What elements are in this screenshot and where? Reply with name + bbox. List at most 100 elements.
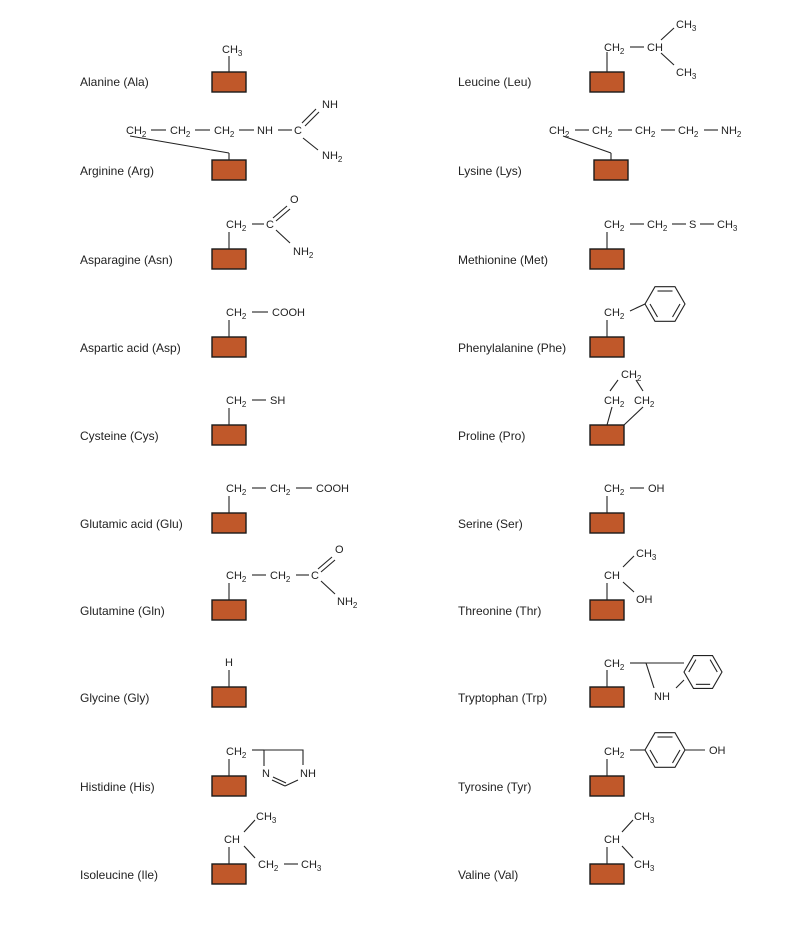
- tryptophan-benzene-ring-double-bond: [688, 659, 697, 673]
- lysine-nh2: NH2: [721, 125, 742, 139]
- glutamine-label: Glutamine (Gln): [80, 604, 165, 618]
- cysteine-sh: SH: [270, 395, 285, 407]
- methionine-ch2-2: CH2: [647, 219, 668, 233]
- tyrosine-label: Tyrosine (Tyr): [458, 780, 531, 794]
- bond-line: [635, 379, 644, 392]
- bond-line: [622, 555, 635, 568]
- alanine-side-chain-block: [211, 71, 247, 93]
- proline-ch2-left: CH2: [604, 395, 625, 409]
- leucine-label: Leucine (Leu): [458, 75, 531, 89]
- isoleucine-ch3-end: CH3: [301, 859, 322, 873]
- proline-ch2-top: CH2: [621, 369, 642, 383]
- asparagine-nh2: NH2: [293, 246, 314, 260]
- bond-line: [302, 137, 319, 151]
- tryptophan-benzene-ring-double-bond: [709, 659, 718, 673]
- valine-ch3-bottom: CH3: [634, 859, 655, 873]
- asparagine-ch2: CH2: [226, 219, 247, 233]
- tyrosine-benzene-ring-double-bond: [672, 749, 681, 764]
- tryptophan-nh: NH: [654, 691, 670, 703]
- leucine-ch2: CH2: [604, 42, 625, 56]
- bond-line: [623, 406, 644, 426]
- isoleucine-ch: CH: [224, 834, 240, 846]
- methionine-label: Methionine (Met): [458, 253, 548, 267]
- cysteine-side-chain-block: [211, 424, 247, 446]
- isoleucine-ch2: CH2: [258, 859, 279, 873]
- methionine-side-chain-block: [589, 248, 625, 270]
- threonine-ch3: CH3: [636, 548, 657, 562]
- phenylalanine-benzene-ring-double-bond: [672, 303, 681, 318]
- glutamic-acid-ch2-2: CH2: [270, 483, 291, 497]
- serine-oh: OH: [648, 483, 665, 495]
- glutamic-acid-ch2-1: CH2: [226, 483, 247, 497]
- glutamine-c: C: [311, 570, 319, 582]
- arginine-c: C: [294, 125, 302, 137]
- bond-line: [301, 108, 317, 124]
- tyrosine-benzene-ring-double-bond: [649, 749, 658, 764]
- methionine-ch3: CH3: [717, 219, 738, 233]
- serine-ch2: CH2: [604, 483, 625, 497]
- aspartic-acid-ch2: CH2: [226, 307, 247, 321]
- glutamic-acid-label: Glutamic acid (Glu): [80, 517, 183, 531]
- histidine-ch2: CH2: [226, 746, 247, 760]
- leucine-ch3-bottom: CH3: [676, 67, 697, 81]
- bond-line: [621, 819, 634, 833]
- tyrosine-oh: OH: [709, 745, 726, 757]
- tryptophan-five-ring: [645, 662, 655, 689]
- arginine-side-chain-block: [211, 159, 247, 181]
- bond-line: [304, 111, 320, 127]
- glutamic-acid-cooh: COOH: [316, 483, 349, 495]
- arginine-label: Arginine (Arg): [80, 164, 154, 178]
- valine-side-chain-block: [589, 863, 625, 885]
- bond-line: [622, 581, 635, 593]
- bond-line: [243, 845, 256, 859]
- bond-line: [320, 559, 336, 573]
- glycine-h: H: [225, 657, 233, 669]
- glutamine-side-chain-block: [211, 599, 247, 621]
- phenylalanine-label: Phenylalanine (Phe): [458, 341, 566, 355]
- bond-line: [606, 406, 613, 426]
- tyrosine-ch2: CH2: [604, 746, 625, 760]
- bond-line: [317, 556, 333, 570]
- glutamine-o: O: [335, 544, 344, 556]
- bond-line: [243, 819, 256, 833]
- phenylalanine-side-chain-block: [589, 336, 625, 358]
- arginine-connector: [129, 135, 230, 154]
- asparagine-side-chain-block: [211, 248, 247, 270]
- proline-side-chain-block: [589, 424, 625, 446]
- asparagine-o: O: [290, 194, 299, 206]
- threonine-ch: CH: [604, 570, 620, 582]
- serine-label: Serine (Ser): [458, 517, 523, 531]
- valine-ch: CH: [604, 834, 620, 846]
- bond-line: [629, 303, 646, 312]
- phenylalanine-benzene-ring-double-bond: [649, 303, 658, 318]
- asparagine-label: Asparagine (Asn): [80, 253, 173, 267]
- arginine-nh2: NH2: [322, 150, 343, 164]
- bond-line: [320, 580, 336, 595]
- isoleucine-ch3: CH3: [256, 811, 277, 825]
- histidine-label: Histidine (His): [80, 780, 155, 794]
- glutamine-ch2-2: CH2: [270, 570, 291, 584]
- isoleucine-label: Isoleucine (Ile): [80, 868, 158, 882]
- aspartic-acid-side-chain-block: [211, 336, 247, 358]
- arginine-ch2-1: CH2: [126, 125, 147, 139]
- tyrosine-benzene-ring: [644, 732, 686, 768]
- histidine-n: N: [262, 768, 270, 780]
- methionine-ch2-1: CH2: [604, 219, 625, 233]
- tryptophan-benzene-ring: [683, 654, 723, 690]
- valine-ch3-top: CH3: [634, 811, 655, 825]
- aspartic-acid-label: Aspartic acid (Asp): [80, 341, 181, 355]
- histidine-ring: [264, 749, 304, 765]
- tryptophan-label: Tryptophan (Trp): [458, 691, 547, 705]
- isoleucine-side-chain-block: [211, 863, 247, 885]
- bond-line: [609, 379, 619, 392]
- lysine-ch2-4: CH2: [678, 125, 699, 139]
- lysine-connector: [562, 135, 612, 154]
- histidine-nh: NH: [300, 768, 316, 780]
- glycine-side-chain-block: [211, 686, 247, 708]
- arginine-ch2-2: CH2: [170, 125, 191, 139]
- arginine-imine-nh: NH: [322, 99, 338, 111]
- valine-label: Valine (Val): [458, 868, 518, 882]
- phenylalanine-benzene-ring: [644, 286, 686, 322]
